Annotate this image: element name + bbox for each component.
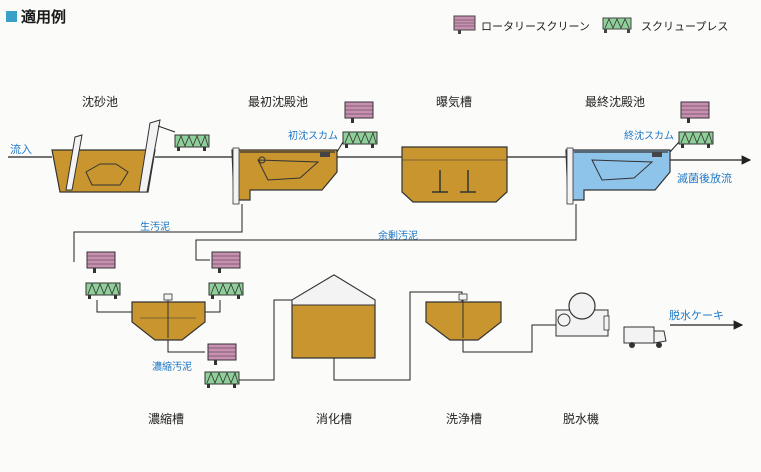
final-clarifier-tank	[565, 147, 671, 205]
title-marker	[6, 11, 17, 22]
discharge-label: 滅菌後放流	[677, 172, 732, 185]
legend-rotary-screen-label: ロータリースクリーン	[481, 20, 590, 33]
grit-chamber-tank	[51, 119, 176, 193]
page-title: 適用例	[6, 6, 66, 27]
thickener-tank	[131, 293, 206, 341]
final-clarifier-label: 最終沈殿池	[585, 95, 646, 109]
legend-screw-press-label: スクリュープレス	[641, 20, 729, 33]
digester-tank	[291, 274, 376, 359]
wash-tank	[425, 293, 502, 341]
final-scum-label: 終沈スカム	[624, 131, 674, 142]
digester-label: 消化槽	[316, 412, 353, 426]
aeration-tank-label: 曝気槽	[436, 95, 473, 109]
screw-press-icon	[678, 131, 714, 149]
excess-sludge-label: 余剰汚泥	[378, 231, 418, 242]
screw-press-icon	[208, 282, 244, 300]
rotary-screen-icon	[453, 15, 476, 34]
screw-press-icon	[204, 371, 240, 389]
rotary-screen-icon	[680, 101, 710, 124]
dewatering-machine-label: 脱水機	[563, 412, 600, 426]
cake-label: 脱水ケーキ	[669, 309, 724, 322]
primary-clarifier-label: 最初沈殿池	[248, 95, 309, 109]
rotary-screen-icon	[86, 251, 116, 274]
aeration-tank	[401, 146, 508, 203]
raw-sludge-label: 生汚泥	[140, 222, 170, 233]
screw-press-icon	[602, 17, 632, 33]
screw-press-icon	[85, 282, 121, 300]
thickener-label: 濃縮槽	[148, 412, 185, 426]
primary-scum-label: 初沈スカム	[288, 131, 338, 142]
rotary-screen-icon	[344, 101, 374, 124]
screw-press-icon	[174, 134, 210, 152]
excess-sludge-line	[195, 204, 577, 261]
grit-chamber-label: 沈砂池	[82, 95, 119, 109]
page-title-text: 適用例	[21, 8, 67, 26]
wash-tank-label: 洗浄槽	[446, 412, 483, 426]
primary-clarifier-tank	[231, 147, 338, 205]
thickened-sludge-line	[239, 299, 292, 381]
screw-press-icon	[342, 131, 378, 149]
inflow-label: 流入	[10, 143, 32, 156]
raw-sludge-line	[73, 204, 243, 262]
thickened-sludge-label: 濃縮汚泥	[152, 362, 192, 373]
rotary-screen-icon	[207, 343, 237, 366]
truck-icon	[623, 326, 667, 348]
dewatering-machine	[555, 292, 610, 337]
rotary-screen-icon	[211, 251, 241, 274]
